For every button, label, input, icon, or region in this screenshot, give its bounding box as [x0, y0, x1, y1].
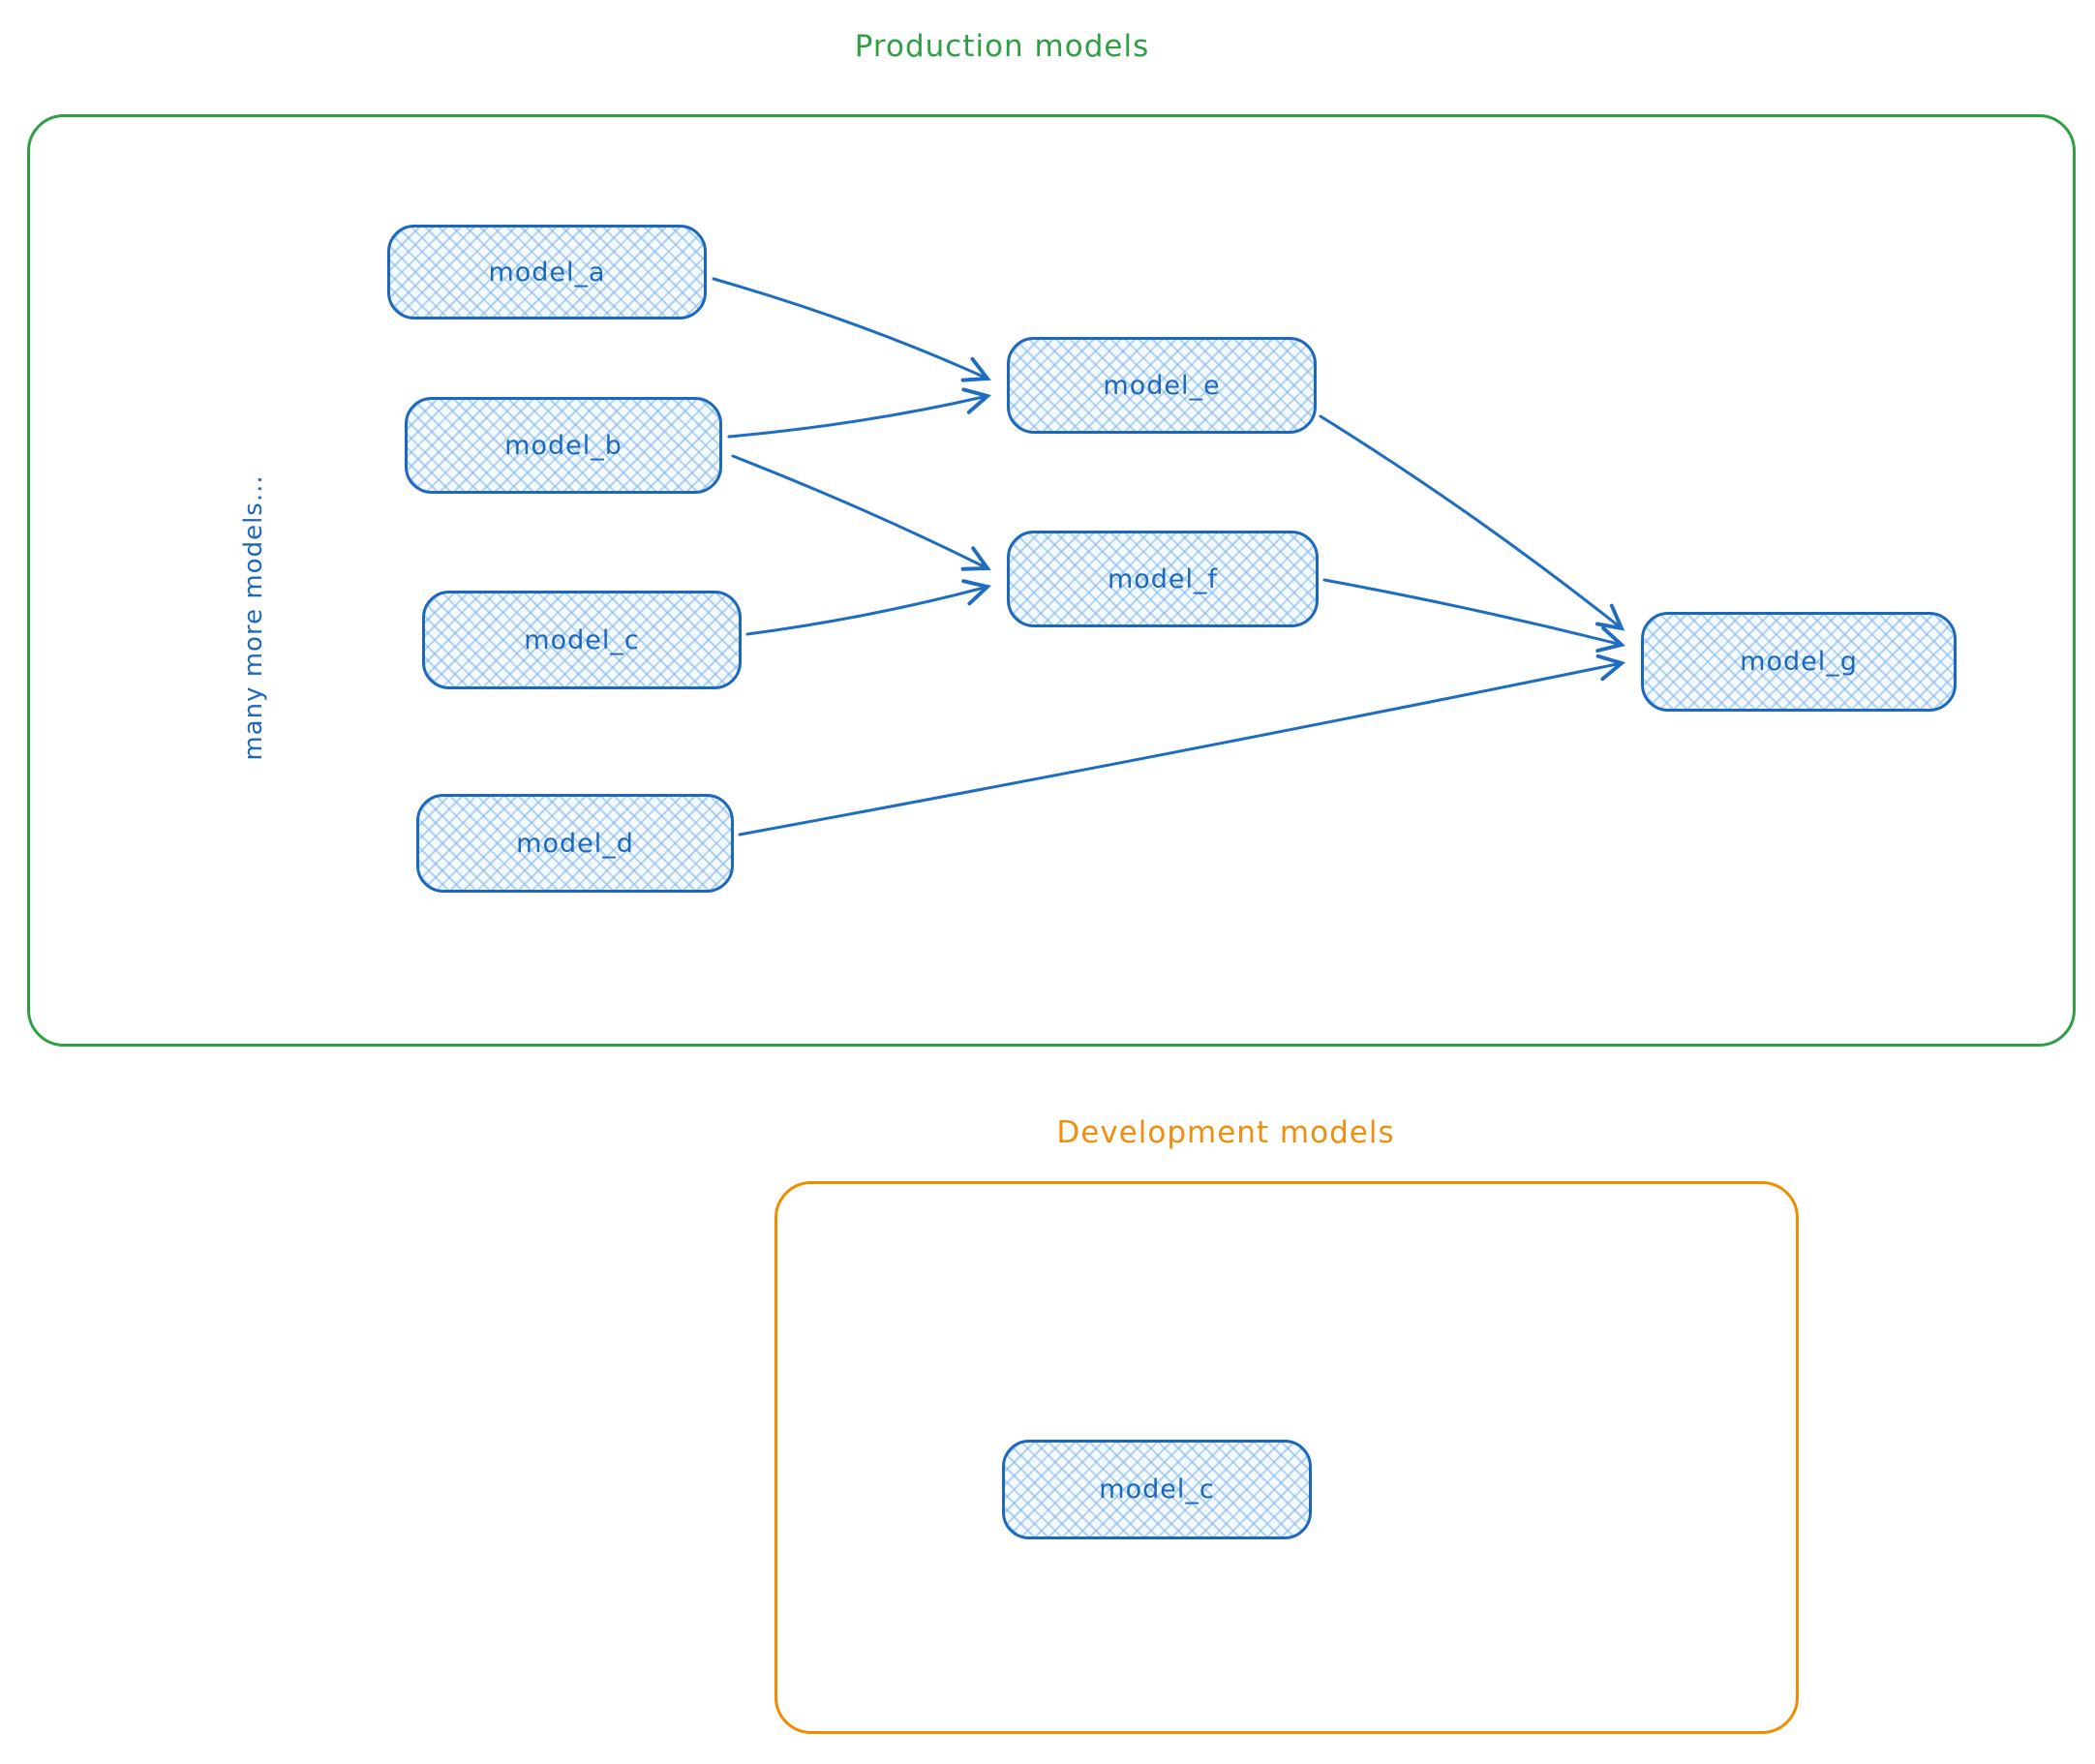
- edge-model_c-to-model_f[interactable]: [745, 579, 992, 636]
- development-container-title: Development models: [1056, 1115, 1395, 1150]
- node-model-e-label: model_e: [1103, 370, 1221, 401]
- node-model-d[interactable]: model_d: [416, 794, 734, 893]
- node-model-g[interactable]: model_g: [1641, 612, 1957, 712]
- node-model-f[interactable]: model_f: [1007, 531, 1319, 627]
- edge-model_b-to-model_f[interactable]: [731, 454, 991, 571]
- production-container-title: Production models: [854, 29, 1150, 64]
- edge-model_e-to-model_g[interactable]: [1319, 414, 1625, 631]
- node-model-d-label: model_d: [516, 828, 634, 859]
- node-model-a-label: model_a: [488, 257, 606, 288]
- node-model-g-label: model_g: [1740, 647, 1858, 677]
- edge-model_d-to-model_g[interactable]: [738, 654, 1626, 836]
- node-model-b[interactable]: model_b: [405, 397, 722, 494]
- node-model-a[interactable]: model_a: [387, 225, 707, 319]
- node-model-e[interactable]: model_e: [1007, 337, 1317, 434]
- edge-model_a-to-model_e[interactable]: [712, 277, 991, 382]
- node-model-c-label: model_c: [524, 624, 640, 655]
- development-container[interactable]: [774, 1181, 1799, 1734]
- production-container[interactable]: [27, 114, 2076, 1047]
- node-model-f-label: model_f: [1107, 563, 1219, 594]
- node-model-c-dev[interactable]: model_c: [1002, 1440, 1312, 1539]
- many-more-models-note: many more models...: [239, 474, 268, 761]
- node-model-c[interactable]: model_c: [422, 591, 742, 689]
- edge-model_b-to-model_e[interactable]: [727, 387, 992, 439]
- edge-model_f-to-model_g[interactable]: [1322, 578, 1626, 654]
- node-model-b-label: model_b: [504, 430, 622, 461]
- node-model-c-dev-label: model_c: [1099, 1475, 1215, 1505]
